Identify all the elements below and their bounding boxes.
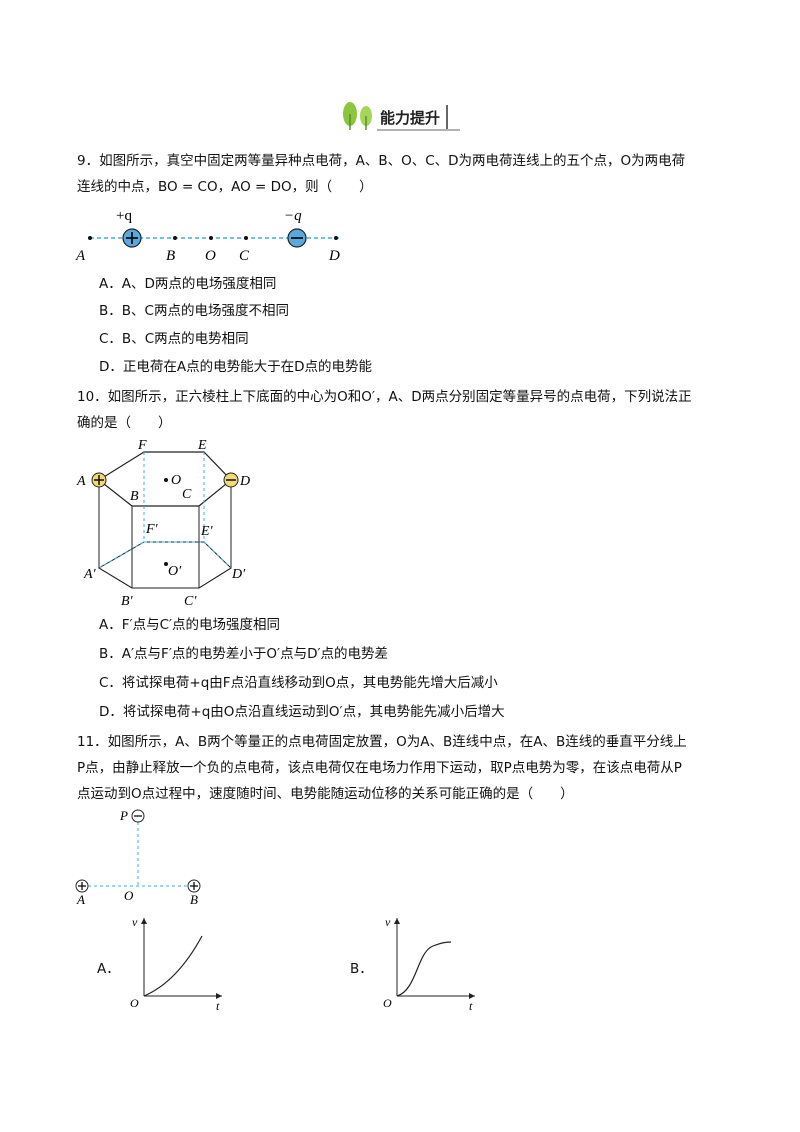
positive-charge-icon: [187, 879, 201, 893]
graph-b-x-axis: t: [469, 999, 473, 1010]
negative-charge-icon: [131, 809, 145, 823]
q11-label-a: A: [76, 892, 85, 907]
section-badge-text: 能力提升: [380, 109, 440, 127]
negative-charge-icon: [223, 472, 239, 488]
q9-option-b: B．B、C两点的电场强度不相同: [99, 303, 289, 319]
q9-point-c: C: [239, 248, 250, 264]
q9-option-d: D．正电荷在A点的电势能大于在D点的电势能: [99, 359, 373, 375]
q11-label-p: P: [119, 808, 128, 823]
q9-stem-line1: 9．如图所示，真空中固定两等量异种点电荷，A、B、O、C、D为两电荷连线上的五个…: [77, 153, 686, 169]
q10-label-e-prime: E′: [200, 524, 214, 539]
q10-stem-line2: 确的是（ ）: [77, 415, 172, 431]
q11-charges-figure: P O A B: [75, 808, 201, 907]
q10-stem-line1: 10．如图所示，正六棱柱上下底面的中心为O和O′，A、D两点分别固定等量异号的点…: [77, 389, 692, 405]
positive-charge-icon: [91, 472, 107, 488]
q10-hexagonal-prism-figure: F E A D B C O F′ E′ A′ D′ B′ C′ O′: [76, 438, 250, 609]
q9-figure: +q −q A B O C D: [75, 208, 340, 264]
q11-label-o: O: [124, 888, 134, 903]
graph-a-origin: O: [130, 996, 139, 1010]
q11-option-a-label: A．: [97, 961, 120, 977]
q10-label-e: E: [197, 438, 207, 453]
positive-charge-icon: [122, 228, 142, 248]
q10-label-c-prime: C′: [184, 594, 197, 609]
q9-point-a: A: [75, 248, 86, 264]
q11-stem-line2: P点，由静止释放一个负的点电荷，该点电荷仅在电场力作用下运动，取P点电势为零，在…: [77, 760, 682, 776]
q11-label-b: B: [190, 892, 198, 907]
q10-option-a: A．F′点与C′点的电场强度相同: [99, 617, 281, 633]
graph-a-y-axis: v: [132, 915, 138, 929]
q10-label-f: F: [137, 438, 147, 453]
q10-label-c: C: [182, 487, 192, 502]
q10-option-d: D．将试探电荷+q由O点沿直线运动到O′点，其电势能先减小后增大: [99, 704, 505, 720]
q9-option-c: C．B、C两点的电势相同: [99, 331, 249, 347]
q9-option-a: A．A、D两点的电场强度相同: [99, 276, 277, 292]
q9-stem-line2: 连线的中点，BO = CO，AO = DO，则（ ）: [77, 179, 373, 195]
q10-label-a-prime: A′: [83, 567, 97, 582]
q11-option-b-label: B．: [350, 961, 373, 977]
graph-b-y-axis: v: [385, 915, 391, 929]
tree-icon: [343, 102, 372, 130]
q9-point-b: B: [166, 248, 175, 264]
negative-charge-icon: [287, 228, 307, 248]
q10-label-b: B: [130, 489, 139, 504]
q9-point-d: D: [328, 248, 340, 264]
q10-label-f-prime: F′: [145, 522, 159, 537]
section-badge: 能力提升: [343, 102, 460, 131]
q9-charge-neg-label: −q: [284, 208, 302, 224]
positive-charge-icon: [75, 879, 89, 893]
graph-b-origin: O: [383, 996, 392, 1010]
q9-point-o: O: [205, 248, 216, 264]
q11-graph-b: v t O: [383, 915, 475, 1010]
q10-label-d: D: [239, 474, 250, 489]
q10-option-b: B．A′点与F′点的电势差小于O′点与D′点的电势差: [99, 646, 389, 662]
q11-graph-a: v t O: [130, 915, 222, 1010]
q10-label-b-prime: B′: [121, 594, 134, 609]
q10-label-a: A: [76, 474, 86, 489]
q11-stem-line3: 点运动到O点过程中，速度随时间、电势能随运动位移的关系可能正确的是（ ）: [77, 786, 574, 802]
q10-label-o: O: [171, 473, 181, 488]
q11-stem-line1: 11．如图所示，A、B两个等量正的点电荷固定放置，O为A、B连线中点，在A、B连…: [77, 734, 687, 750]
q10-label-o-prime: O′: [168, 564, 182, 579]
q10-label-d-prime: D′: [231, 567, 246, 582]
graph-a-x-axis: t: [216, 999, 220, 1010]
q9-charge-pos-label: +q: [116, 208, 132, 224]
q10-option-c: C．将试探电荷+q由F点沿直线移动到O点，其电势能先增大后减小: [99, 675, 498, 691]
